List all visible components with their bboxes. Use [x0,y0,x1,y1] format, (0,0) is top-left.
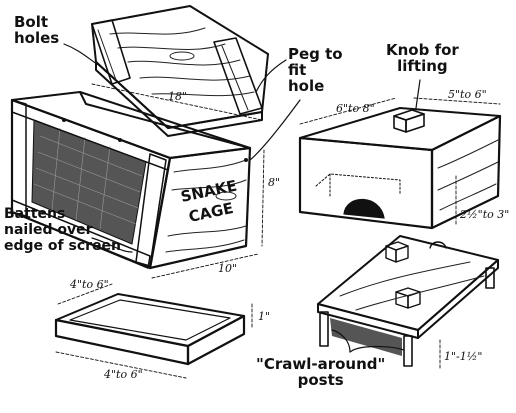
dim-tray-height: 1" [258,310,270,323]
dim-shelter-length: 6"to 8" [336,102,375,115]
dim-box-height: 8" [268,176,280,189]
dim-box-depth: 10" [218,262,237,275]
label-peg: Peg to fit hole [288,45,343,95]
crawl-platform [317,235,499,367]
dim-shelter-height: 2½"to 3" [459,208,509,221]
leader-knob [415,79,421,109]
post-dimension-lines: 1"-1½" [439,339,483,371]
label-bolt-holes: Bolt holes [14,13,60,47]
leader-posts [331,329,351,353]
dim-tray-length: 4"to 6" [103,368,143,381]
dim-tray-width: 4"to 6" [69,278,109,291]
leader-peg [255,59,287,93]
water-tray [54,293,246,366]
tray-dimension-lines: 4"to 6" 4"to 6" 1" [55,278,270,381]
box-dimension-lines: 18" 8" 10" [91,83,280,279]
leader-battens [91,237,133,253]
dim-shelter-width: 5"to 6" [448,88,487,101]
cage-box [10,91,252,270]
label-battens: Battens nailed over edge of screen [4,206,121,254]
label-crawl-posts: "Crawl-around" posts [256,355,386,389]
leader-bolt-holes [63,43,101,67]
leader-hole [249,99,301,161]
label-knob: Knob for lifting [386,41,459,75]
hide-shelter [298,107,502,230]
shelter-dimension-lines: 6"to 8" 5"to 6" 2½"to 3" [299,88,509,227]
cage-lid [91,5,269,137]
dim-box-length: 18" [168,90,187,103]
dim-post-height: 1"-1½" [444,350,483,363]
